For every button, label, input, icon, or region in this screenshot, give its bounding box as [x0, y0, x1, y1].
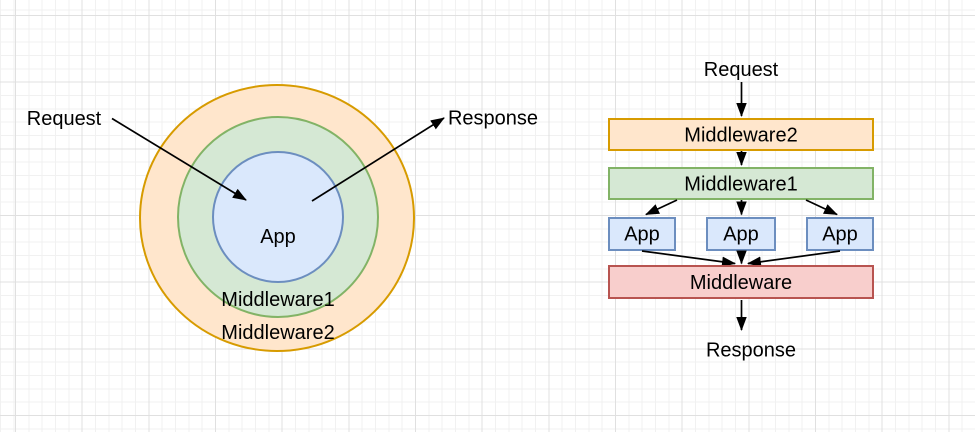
- flow-middleware1-box: [608, 167, 874, 200]
- onion-middleware1-label: Middleware1: [221, 289, 334, 311]
- flow-middleware-box: [608, 265, 874, 299]
- onion-core-app: [212, 151, 344, 283]
- flow-middleware2-label: Middleware2: [684, 125, 797, 147]
- onion-response-label: Response: [448, 108, 538, 130]
- flow-response-label: Response: [706, 340, 796, 362]
- flow-app-box-2: [706, 217, 776, 251]
- left-onion-diagram: App Middleware1 Middleware2 Request Resp…: [27, 84, 538, 352]
- arrow-middleware1-to-app-1: [645, 199, 678, 216]
- flow-app-box-3: [806, 217, 874, 251]
- arrow-middleware1-to-app-3: [805, 199, 838, 216]
- flow-app-label-1: App: [624, 224, 660, 246]
- flow-middleware2-box: [608, 118, 874, 151]
- onion-request-label: Request: [27, 108, 102, 130]
- right-flow-diagram: Request Middleware2 Middleware1 App App …: [608, 59, 874, 362]
- onion-middleware2-label: Middleware2: [221, 322, 334, 344]
- arrow-app-1-to-middleware: [641, 250, 736, 267]
- flow-middleware1-label: Middleware1: [684, 174, 797, 196]
- flow-app-label-3: App: [822, 224, 858, 246]
- flow-app-box-1: [608, 217, 676, 251]
- flow-app-label-2: App: [723, 224, 759, 246]
- arrow-app-3-to-middleware: [747, 250, 841, 267]
- flow-middleware-label: Middleware: [690, 272, 792, 294]
- onion-app-label: App: [260, 226, 296, 248]
- onion-response-arrow: [311, 117, 445, 202]
- onion-request-arrow: [111, 117, 247, 201]
- flow-request-label: Request: [704, 59, 779, 81]
